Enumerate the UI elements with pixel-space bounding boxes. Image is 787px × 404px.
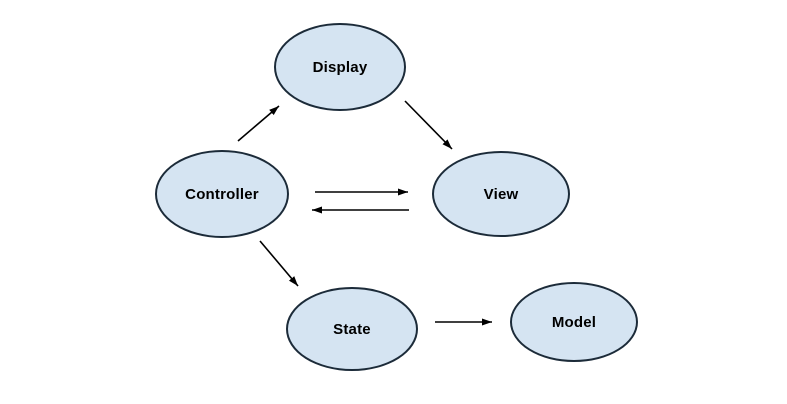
- node-model-label: Model: [551, 313, 597, 331]
- node-state-label: State: [333, 320, 371, 338]
- node-display: Display: [274, 23, 406, 111]
- edge-display-to-view: [404, 100, 453, 150]
- edge-controller-to-state: [259, 240, 299, 287]
- edge-controller-to-display: [237, 105, 280, 142]
- node-view-label: View: [483, 185, 519, 203]
- node-controller: Controller: [155, 150, 289, 238]
- node-controller-label: Controller: [185, 185, 259, 203]
- node-state: State: [286, 287, 418, 371]
- node-model: Model: [510, 282, 638, 362]
- node-view: View: [432, 151, 570, 237]
- node-display-label: Display: [312, 58, 368, 76]
